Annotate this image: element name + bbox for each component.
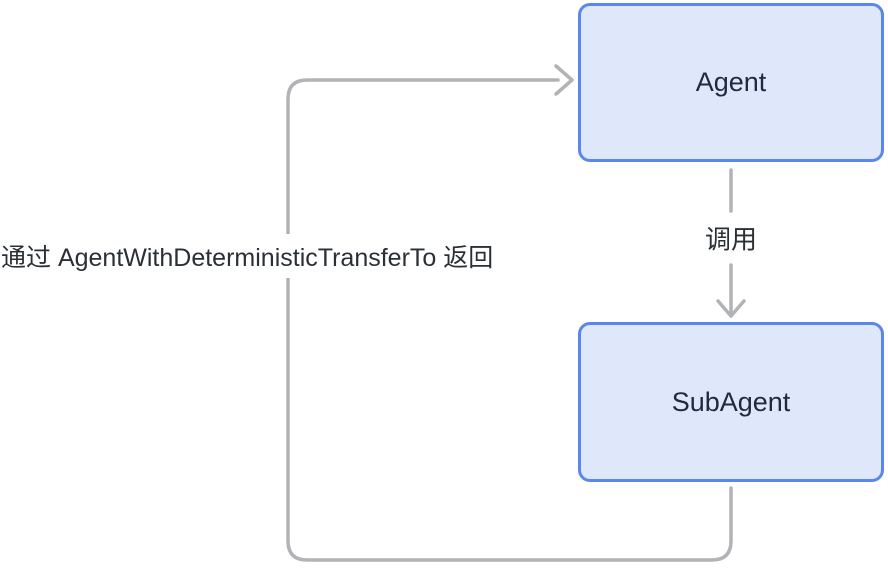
- node-agent: Agent: [578, 3, 884, 162]
- node-subagent-label: SubAgent: [671, 386, 791, 417]
- return-edge: [286, 78, 733, 562]
- arrow-right-icon: [554, 64, 574, 96]
- return-edge-label: 通过 AgentWithDeterministicTransferTo 返回: [1, 234, 500, 278]
- call-edge-label: 调用: [696, 215, 766, 261]
- node-agent-label: Agent: [695, 67, 767, 97]
- arrow-down-icon: [716, 299, 746, 318]
- node-subagent: SubAgent: [578, 322, 884, 482]
